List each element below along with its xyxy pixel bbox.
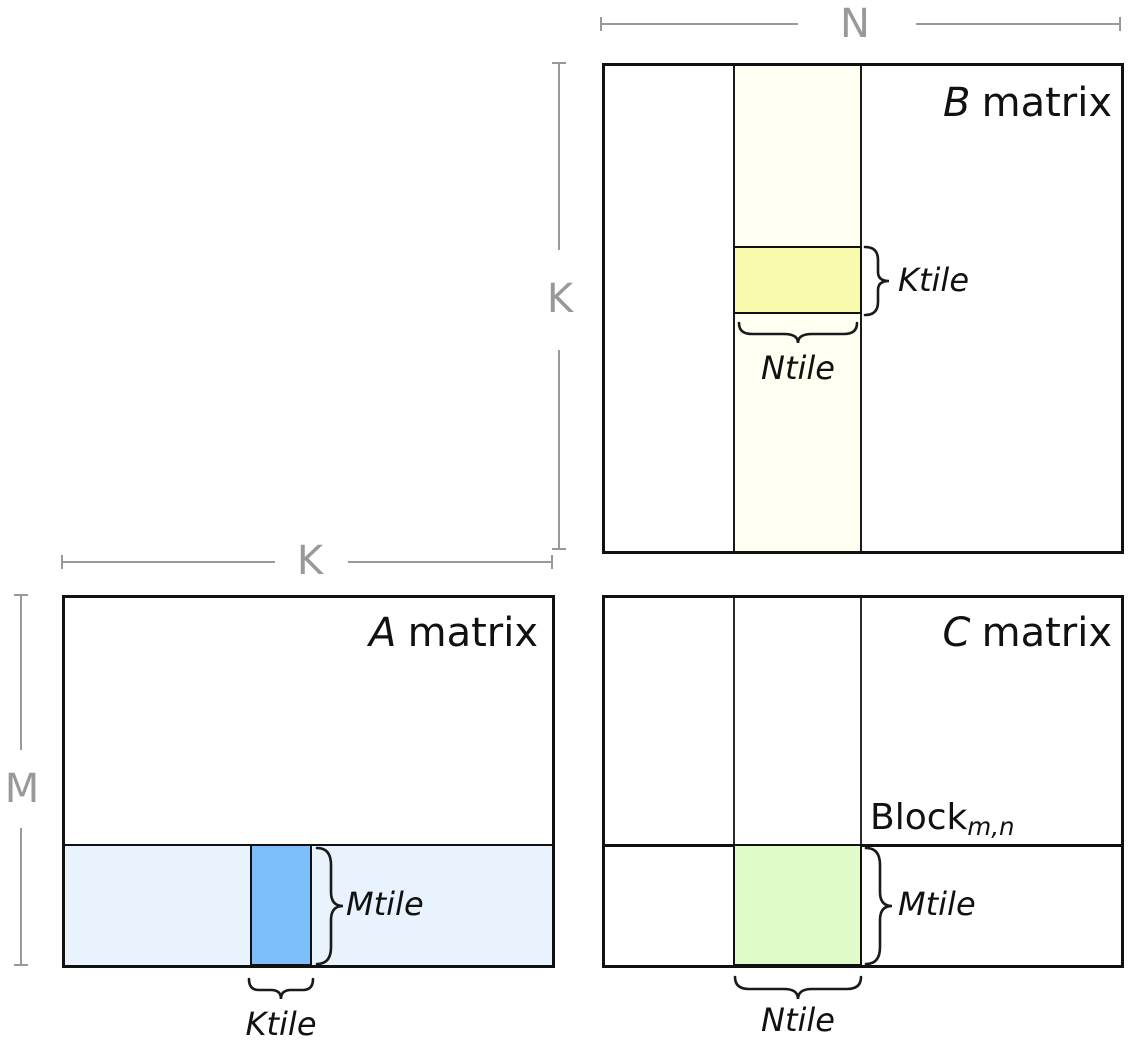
c-block-label-base: Block [870, 797, 968, 838]
c-result-block [733, 844, 862, 966]
b-ktile-brace [863, 245, 890, 317]
m-dim-line-top [20, 595, 22, 750]
m-dim-top-tick [14, 594, 28, 596]
c-matrix-title-letter: C [942, 610, 971, 656]
c-row-line [605, 844, 1121, 847]
b-matrix-title-word: matrix [981, 80, 1112, 126]
m-dim-line-bottom [20, 828, 22, 966]
n-dim-right-tick [1119, 17, 1121, 31]
k-a-dim-line-right [348, 561, 553, 563]
k-a-dim-right-tick [551, 555, 553, 569]
c-matrix-rect [602, 595, 1124, 968]
k-b-dim-top-tick [552, 62, 566, 64]
c-ntile-label: Ntile [761, 1001, 835, 1039]
k-a-dim-label: K [296, 538, 324, 584]
a-ktile-label: Ktile [245, 1005, 317, 1043]
n-dim-label: N [840, 1, 870, 47]
b-ntile-label: Ntile [761, 349, 835, 387]
k-a-dim-left-tick [61, 555, 63, 569]
n-dim-line-right [916, 23, 1121, 25]
k-a-dim-line-left [62, 561, 275, 563]
n-dim-line-left [601, 23, 798, 25]
k-b-dim-label: K [546, 276, 574, 322]
c-mtile-brace [864, 846, 893, 966]
c-block-label: Blockm,n [870, 797, 1015, 841]
c-matrix-title-word: matrix [981, 610, 1112, 656]
k-b-dim-line-bottom [558, 350, 560, 549]
c-column-line-left [733, 598, 735, 844]
c-column-line-right [860, 598, 862, 844]
c-ntile-brace [733, 975, 863, 1000]
b-ktile-block [733, 246, 862, 314]
b-matrix-title-letter: B [942, 80, 971, 126]
k-b-dim-bottom-tick [552, 548, 566, 550]
b-matrix-rect [602, 63, 1124, 554]
k-b-dim-line-top [558, 63, 560, 250]
b-ntile-brace [737, 321, 859, 344]
c-block-label-subscript: m,n [967, 811, 1015, 841]
n-dim-left-tick [600, 17, 602, 31]
c-mtile-label: Mtile [898, 885, 976, 923]
m-dim-label: M [4, 766, 40, 812]
m-dim-bottom-tick [14, 964, 28, 966]
a-mtile-brace [315, 846, 344, 966]
a-mtile-block [250, 844, 312, 966]
a-mtile-label: Mtile [346, 885, 424, 923]
b-ktile-label: Ktile [898, 261, 969, 299]
a-ktile-brace [247, 977, 315, 1000]
a-matrix-title-word: matrix [407, 610, 538, 656]
a-matrix-title-letter: A [369, 610, 397, 656]
